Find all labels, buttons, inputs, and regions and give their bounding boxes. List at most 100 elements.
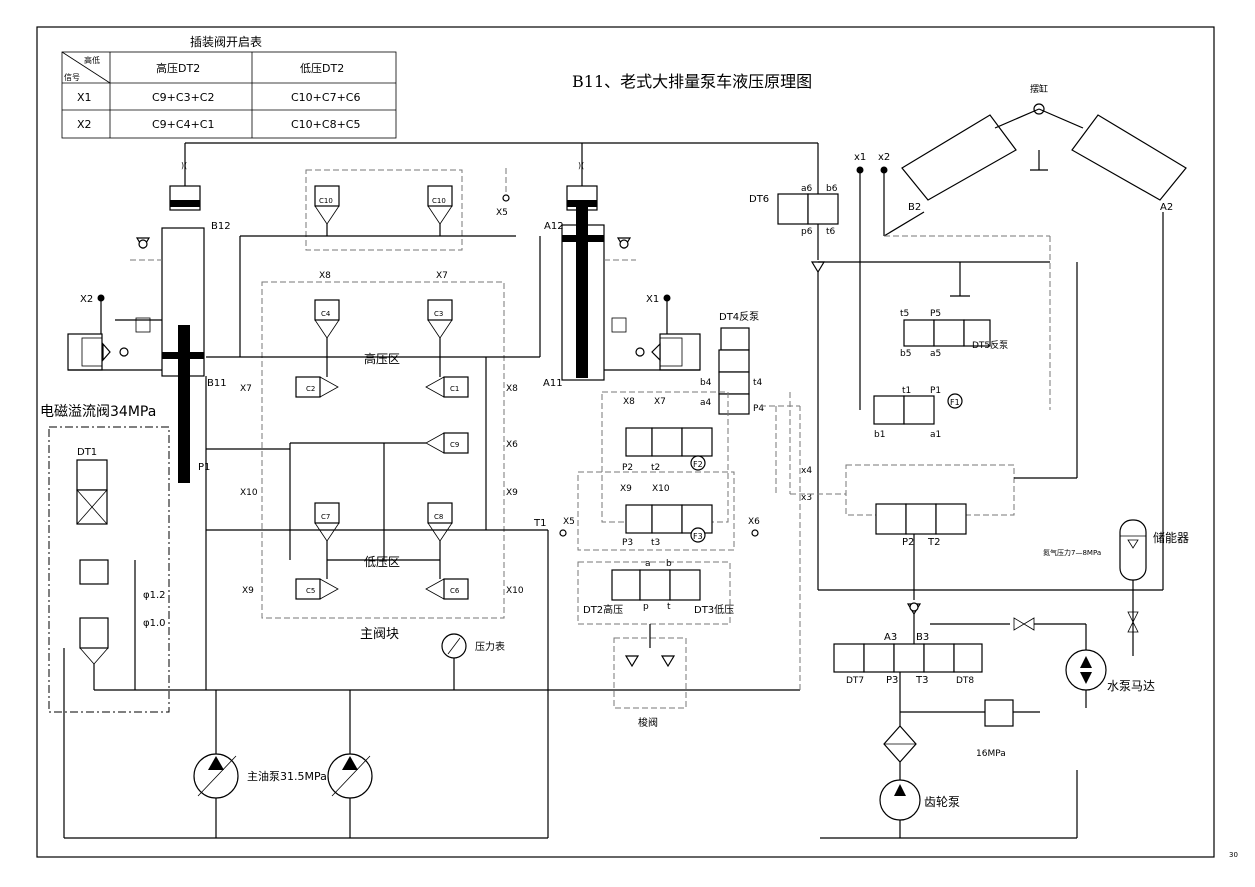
svg-text:C3: C3: [434, 310, 443, 318]
water-pump-label: 水泵马达: [1107, 679, 1155, 693]
tag-x8-block: X8: [319, 271, 331, 281]
dt7-dt8-valve: A3 B3 DT7 P3 T3 DT8: [833, 602, 1087, 686]
tag-x7-left: X7: [240, 384, 252, 394]
mpa16-label: 16MPa: [976, 749, 1006, 759]
svg-text:t5: t5: [900, 309, 909, 319]
dt6-valve: DT6 a6 b6 p6 t6: [749, 184, 839, 274]
signal-x1-x2: x1 x2: [854, 152, 890, 410]
svg-text:x3: x3: [801, 493, 812, 503]
svg-text:C7: C7: [321, 513, 330, 521]
orifice-label: φ1.0: [143, 618, 166, 629]
svg-text:t1: t1: [902, 386, 911, 396]
tag-x10-right: X10: [506, 586, 524, 596]
tag-x6-block: X6: [506, 440, 518, 450]
svg-text:P2: P2: [902, 537, 914, 548]
svg-text:P3: P3: [886, 675, 898, 686]
svg-text:X6: X6: [748, 517, 760, 527]
svg-text:a5: a5: [930, 349, 941, 359]
page-frame: [36, 26, 1215, 858]
svg-text:)(: )(: [181, 161, 187, 170]
tag-x2-left: X2: [80, 294, 93, 305]
relief-valve-label: 电磁溢流阀34MPa: [40, 404, 156, 420]
svg-text:C4: C4: [321, 310, 331, 318]
dt2-label: DT2高压: [583, 603, 623, 616]
tag-dt6: DT6: [749, 194, 769, 205]
svg-text:X10: X10: [652, 484, 670, 494]
diagram-title: B11、老式大排量泵车液压原理图: [572, 72, 812, 91]
low-zone-label: 低压区: [364, 555, 400, 569]
main-cylinder-right: )(: [561, 143, 605, 381]
svg-text:A2: A2: [1160, 202, 1173, 213]
svg-text:b1: b1: [874, 430, 885, 440]
main-cylinder-left: )(: [161, 143, 205, 483]
svg-text:t3: t3: [651, 538, 660, 548]
svg-text:p: p: [643, 602, 649, 612]
svg-text:F2: F2: [693, 460, 703, 469]
svg-text:a: a: [645, 559, 651, 569]
f3-valve: X9 X10 P3 t3 F3 X5 X6: [559, 471, 760, 551]
main-pump-right: [327, 690, 373, 838]
accumulator: 储能器 氮气压力7—8MPa: [1043, 519, 1189, 656]
svg-text:C10: C10: [319, 197, 333, 205]
table-row-high: C9+C3+C2: [152, 91, 214, 104]
svg-text:C1: C1: [450, 385, 459, 393]
port-a11: A11: [543, 378, 563, 389]
dt4-label: DT4反泵: [719, 311, 759, 323]
svg-text:C9: C9: [450, 441, 459, 449]
svg-text:t2: t2: [651, 463, 660, 473]
main-pump-left: [193, 690, 239, 838]
page-number: 30: [1229, 851, 1238, 859]
port-b12: B12: [211, 221, 231, 232]
tag-x9-right: X9: [506, 488, 518, 498]
tag-x8-right: X8: [506, 384, 518, 394]
left-check-valve: [130, 237, 162, 261]
svg-text:A3: A3: [884, 632, 897, 643]
svg-text:C5: C5: [306, 587, 315, 595]
table-row-signal: X1: [77, 91, 92, 104]
swing-cyl-label: 摆缸: [1030, 83, 1048, 95]
main-directional-valve: x4 x3 P2 T2: [801, 464, 1015, 600]
tag-x10-left: X10: [240, 488, 258, 498]
high-zone-label: 高压区: [364, 351, 400, 366]
table-corner-bottom: 信号: [64, 72, 80, 82]
svg-text:x2: x2: [878, 152, 890, 163]
svg-text:t: t: [667, 602, 671, 612]
table-row-low: C10+C7+C6: [291, 91, 360, 104]
svg-text:P4: P4: [753, 404, 764, 414]
svg-text:b4: b4: [700, 378, 712, 388]
svg-text:P2: P2: [622, 463, 633, 473]
main-block-label: 主阀块: [360, 627, 399, 642]
dt2-dt3-valve: a b p t DT2高压 DT3低压: [577, 559, 734, 625]
electromagnetic-relief-valve: 电磁溢流阀34MPa DT1 φ1.2 φ1.0: [40, 404, 170, 838]
svg-text:x4: x4: [801, 466, 812, 476]
svg-text:F3: F3: [693, 532, 703, 541]
svg-text:DT8: DT8: [956, 676, 974, 686]
pressure-gauge-label: 压力表: [475, 640, 505, 653]
tag-dt1: DT1: [77, 447, 97, 458]
svg-text:P5: P5: [930, 309, 941, 319]
svg-text:b6: b6: [826, 184, 838, 194]
table-caption: 插装阀开启表: [190, 35, 262, 49]
svg-text:p6: p6: [801, 227, 813, 237]
svg-text:a1: a1: [930, 430, 941, 440]
svg-text:B3: B3: [916, 632, 929, 643]
table-row-signal: X2: [77, 118, 92, 131]
svg-text:b: b: [666, 559, 672, 569]
dt4-reverse-valve: DT4反泵 b4 t4 a4 P4: [700, 311, 764, 415]
svg-text:C2: C2: [306, 385, 315, 393]
svg-text:DT7: DT7: [846, 676, 864, 686]
main-valve-block: 主阀块 高压区 低压区 C4 C3 X8 X7 C2 C1 X7 X8 C9 X…: [206, 236, 541, 642]
tag-x5-top: X5: [496, 208, 508, 218]
tag-x9-left: X9: [242, 586, 254, 596]
svg-text:X7: X7: [654, 397, 666, 407]
dt3-label: DT3低压: [694, 603, 734, 616]
svg-text:X5: X5: [563, 517, 575, 527]
svg-text:C8: C8: [434, 513, 443, 521]
svg-text:X9: X9: [620, 484, 632, 494]
swing-cylinders: 摆缸 B2 A2: [883, 83, 1187, 590]
table-corner-top: 高低: [84, 55, 100, 65]
svg-text:t4: t4: [753, 378, 763, 388]
tag-x1-right: X1: [646, 294, 659, 305]
left-pilot-valve: X2: [67, 294, 162, 371]
